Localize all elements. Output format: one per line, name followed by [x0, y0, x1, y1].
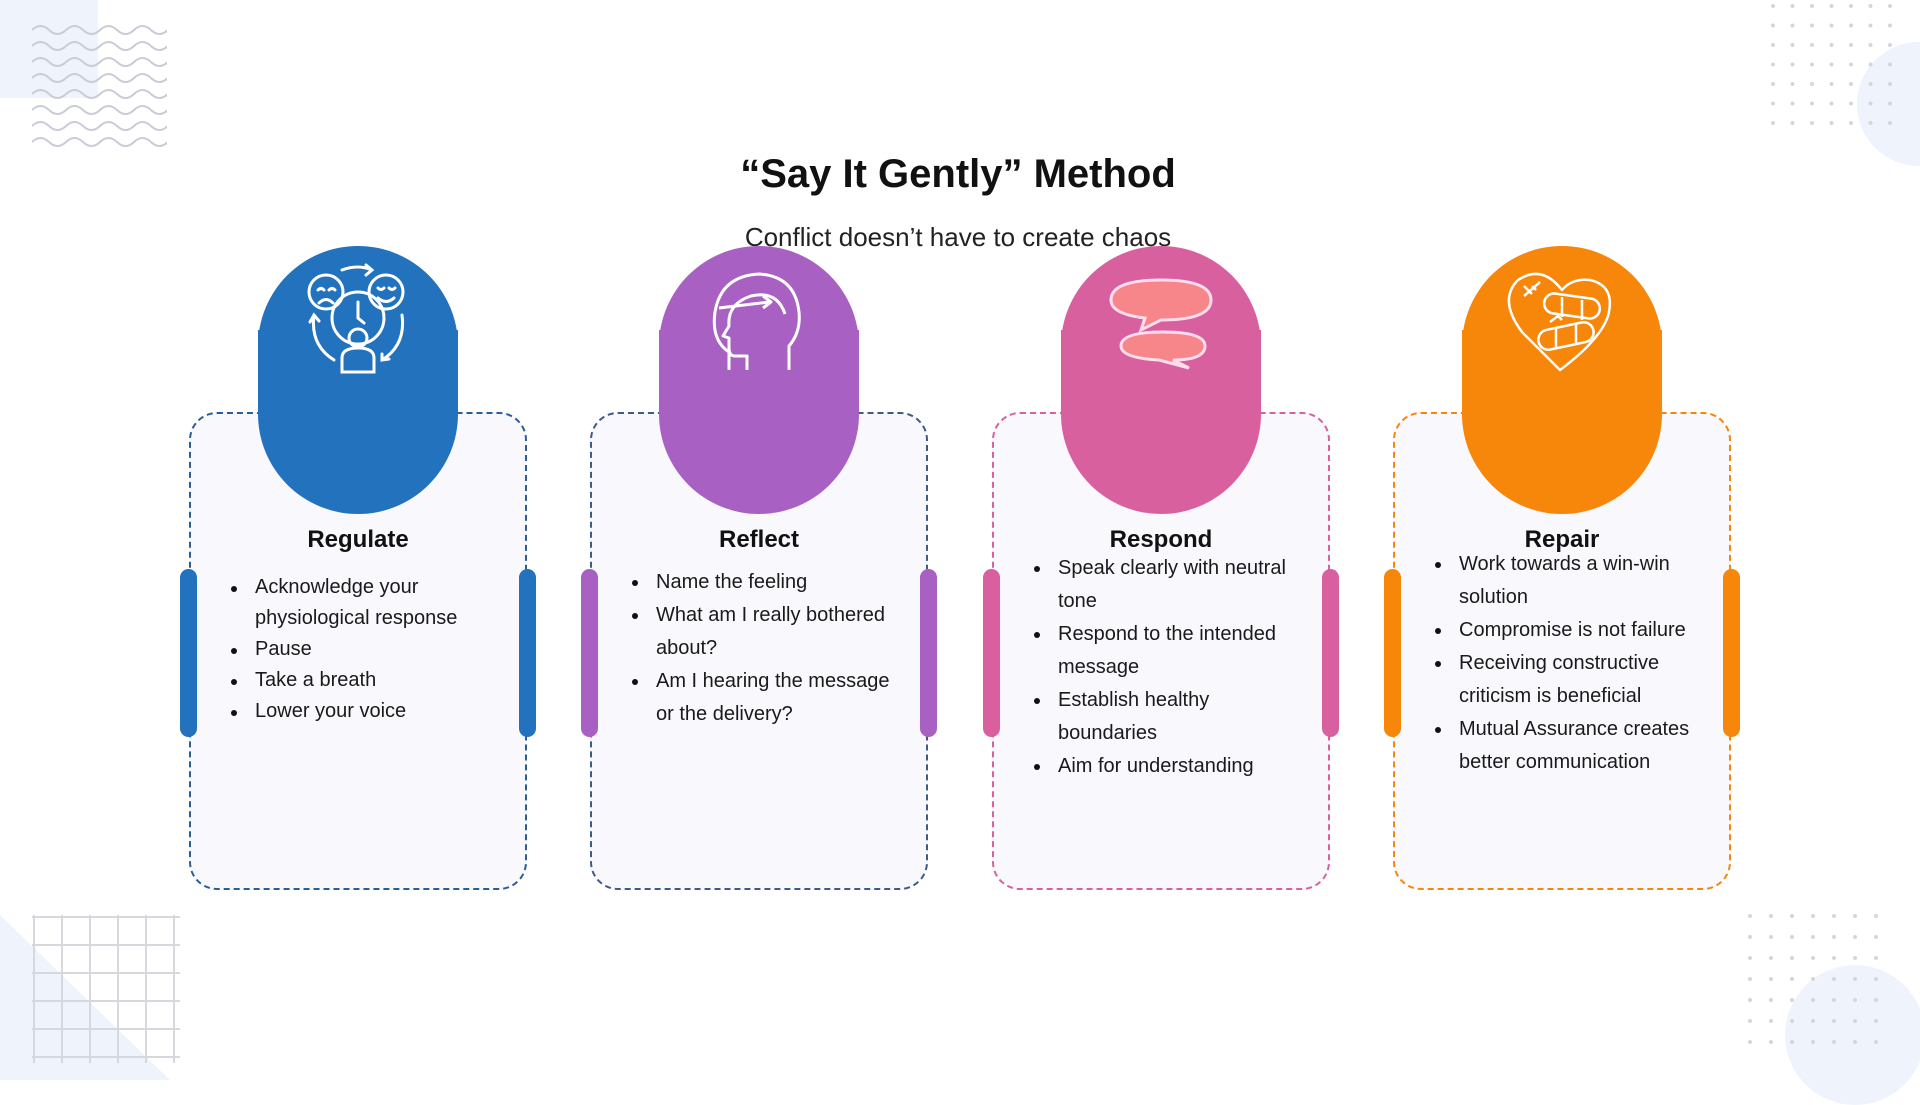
list-item: Receiving constructive criticism is bene…	[1431, 647, 1709, 713]
list-item: Compromise is not failure	[1431, 614, 1709, 647]
emotion-cycle-icon	[307, 263, 405, 374]
card-repair: Repair Work towards a win-win solution C…	[1384, 246, 1740, 890]
card-bullet-list: Name the feeling What am I really bother…	[628, 566, 906, 731]
list-item: Work towards a win-win solution	[1431, 548, 1709, 614]
decor-square-top-left	[0, 0, 98, 98]
card-heading: Repair	[1524, 526, 1600, 553]
card-bullet-list: Work towards a win-win solution Compromi…	[1431, 548, 1709, 779]
card-heading: Regulate	[307, 526, 409, 553]
card-accent-bar-left	[983, 569, 1000, 737]
card-accent-bar-right	[519, 569, 536, 737]
card-accent-bar-left	[180, 569, 197, 737]
speech-bubbles-icon	[1109, 278, 1213, 370]
card-accent-bar-left	[1384, 569, 1401, 737]
icon-circle	[659, 246, 859, 514]
card-regulate: Regulate Acknowledge your physiological …	[180, 246, 536, 890]
decor-triangle-bottom-left	[0, 915, 170, 1080]
icon-circle	[258, 246, 458, 514]
list-item: Mutual Assurance creates better communic…	[1431, 713, 1709, 779]
decor-dots-top-right	[1768, 0, 1898, 125]
list-item: Respond to the intended message	[1030, 618, 1308, 684]
page-title: “Say It Gently” Method	[740, 152, 1176, 196]
card-respond: Respond Speak clearly with neutral tone …	[983, 246, 1339, 890]
list-item: Take a breath	[227, 665, 505, 696]
list-item: Speak clearly with neutral tone	[1030, 552, 1308, 618]
card-accent-bar-right	[920, 569, 937, 737]
card-reflect: Reflect Name the feeling What am I reall…	[581, 246, 937, 890]
card-accent-bar-right	[1322, 569, 1339, 737]
card-bullet-list: Acknowledge your physiological response …	[227, 572, 505, 727]
head-reflect-icon	[712, 272, 801, 370]
card-accent-bar-right	[1723, 569, 1740, 737]
list-item: Aim for understanding	[1030, 750, 1308, 783]
icon-circle	[1061, 246, 1261, 514]
card-heading: Respond	[1109, 526, 1213, 553]
card-heading: Reflect	[718, 526, 800, 553]
list-item: Am I hearing the message or the delivery…	[628, 665, 906, 731]
decor-dots-bottom-right	[1745, 910, 1895, 1060]
decor-grid-bottom-left	[32, 915, 180, 1063]
list-item: Acknowledge your physiological response	[227, 572, 505, 634]
page-subtitle: Conflict doesn’t have to create chaos	[744, 222, 1172, 252]
icon-circle	[1462, 246, 1662, 514]
list-item: What am I really bothered about?	[628, 599, 906, 665]
card-bullet-list: Speak clearly with neutral tone Respond …	[1030, 552, 1308, 783]
decor-wavy-lines	[32, 25, 167, 147]
list-item: Pause	[227, 634, 505, 665]
list-item: Name the feeling	[628, 566, 906, 599]
card-accent-bar-left	[581, 569, 598, 737]
list-item: Establish healthy boundaries	[1030, 684, 1308, 750]
list-item: Lower your voice	[227, 696, 505, 727]
bandaged-heart-icon	[1507, 272, 1612, 372]
